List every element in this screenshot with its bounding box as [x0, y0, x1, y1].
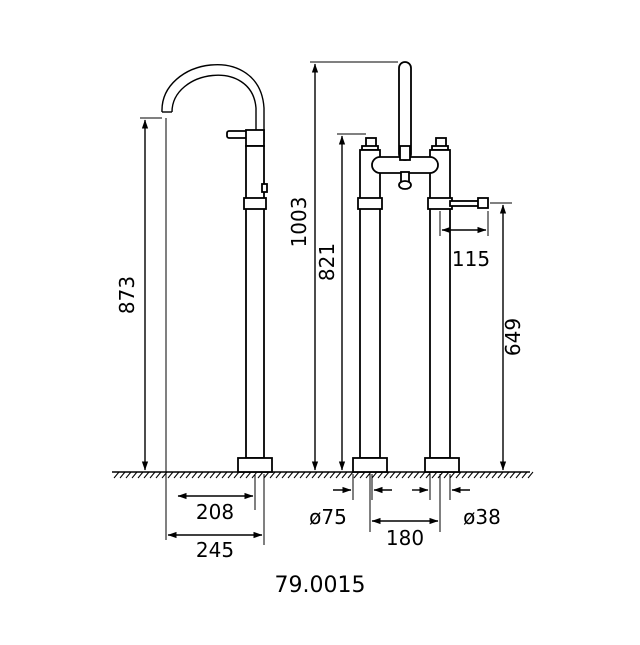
dimension-label-115: 115	[452, 247, 490, 271]
floor-hatch-line	[413, 471, 420, 479]
front-left-leg	[359, 149, 381, 459]
floor-line	[112, 471, 534, 479]
dimension-180: 180	[369, 474, 441, 550]
floor-hatch-line	[389, 471, 396, 479]
floor-hatch-line	[293, 471, 300, 479]
floor-hatch-line	[407, 471, 414, 479]
floor-hatch-line	[371, 471, 378, 479]
side-base	[237, 457, 273, 473]
floor-hatch-line	[113, 471, 120, 479]
floor-hatch-line	[491, 471, 498, 479]
floor-hatch-line	[431, 471, 438, 479]
floor-hatch-line	[203, 471, 210, 479]
floor-hatch-line	[245, 471, 252, 479]
floor-hatch-line	[401, 471, 408, 479]
floor-hatch-line	[299, 471, 306, 479]
dimension-label-873: 873	[115, 276, 139, 314]
front-left-base	[352, 457, 388, 473]
floor-hatch-line	[119, 471, 126, 479]
side-view-mixer	[161, 64, 273, 473]
floor-hatch-line	[323, 471, 330, 479]
floor-hatch-line	[215, 471, 222, 479]
dimension-label-diameter-38: ø38	[463, 505, 501, 529]
floor-hatch-line	[359, 471, 366, 479]
floor-hatch-line	[515, 471, 522, 479]
floor-hatch-line	[155, 471, 162, 479]
floor-hatch-line	[509, 471, 516, 479]
floor-hatch-line	[419, 471, 426, 479]
floor-hatch-line	[311, 471, 318, 479]
floor-hatch-line	[527, 471, 534, 479]
dimension-649: 649	[490, 202, 525, 471]
floor-hatch-line	[197, 471, 204, 479]
floor-hatch-line	[167, 471, 174, 479]
floor-hatch-line	[425, 471, 432, 479]
floor-hatch-line	[275, 471, 282, 479]
floor-hatch-line	[269, 471, 276, 479]
floor-hatch-line	[179, 471, 186, 479]
floor-hatch-line	[521, 471, 528, 479]
floor-hatch-line	[305, 471, 312, 479]
spout-arc	[161, 64, 265, 142]
floor-hatch-line	[191, 471, 198, 479]
floor-hatch-line	[395, 471, 402, 479]
floor-hatch-line	[329, 471, 336, 479]
floor-hatch-line	[209, 471, 216, 479]
dimension-diameter-38: ø38	[412, 474, 501, 529]
floor-hatch-line	[347, 471, 354, 479]
floor-hatch-line	[221, 471, 228, 479]
front-right-base	[424, 457, 460, 473]
floor-hatch-line	[281, 471, 288, 479]
dimension-245: 245	[167, 474, 265, 562]
floor-hatch-line	[497, 471, 504, 479]
floor-hatch-line	[317, 471, 324, 479]
floor-hatch-line	[257, 471, 264, 479]
floor-hatch-line	[287, 471, 294, 479]
floor-hatch-line	[173, 471, 180, 479]
floor-hatch-line	[467, 471, 474, 479]
floor-hatch-line	[383, 471, 390, 479]
dimension-1003: 1003	[287, 61, 398, 471]
floor-hatch-line	[125, 471, 132, 479]
floor-hatch-line	[131, 471, 138, 479]
floor-hatch-line	[503, 471, 510, 479]
floor-hatch-line	[473, 471, 480, 479]
floor-hatch-line	[263, 471, 270, 479]
floor-hatch-line	[239, 471, 246, 479]
floor-hatch-line	[227, 471, 234, 479]
floor-hatch-line	[149, 471, 156, 479]
floor-hatch-line	[233, 471, 240, 479]
dimension-208: 208	[165, 118, 256, 540]
floor-hatch-line	[143, 471, 150, 479]
dimension-873: 873	[115, 117, 162, 471]
floor-hatch-line	[479, 471, 486, 479]
floor-hatch-line	[335, 471, 342, 479]
dimension-label-821: 821	[315, 243, 339, 281]
floor-hatch-line	[137, 471, 144, 479]
dimension-label-180: 180	[386, 526, 424, 550]
floor-hatch-line	[461, 471, 468, 479]
hand-shower-outlet	[449, 200, 481, 207]
floor-hatch-line	[485, 471, 492, 479]
floor-hatch-line	[341, 471, 348, 479]
floor-hatch-line	[377, 471, 384, 479]
dimension-821: 821	[315, 133, 366, 471]
dimension-label-208: 208	[196, 500, 234, 524]
front-right-leg	[429, 149, 451, 459]
floor-hatch-line	[449, 471, 456, 479]
floor-hatch-line	[443, 471, 450, 479]
floor-hatch-line	[365, 471, 372, 479]
dimension-label-diameter-75: ø75	[309, 505, 347, 529]
floor-hatch-line	[455, 471, 462, 479]
dimension-label-245: 245	[196, 538, 234, 562]
dimension-label-1003: 1003	[287, 197, 311, 248]
floor-hatch-line	[353, 471, 360, 479]
dimension-diameter-75: ø75	[309, 474, 392, 529]
product-code: 79.0015	[275, 573, 366, 598]
dimension-label-649: 649	[501, 318, 525, 356]
floor-hatch-line	[185, 471, 192, 479]
dimension-115: 115	[439, 211, 490, 271]
